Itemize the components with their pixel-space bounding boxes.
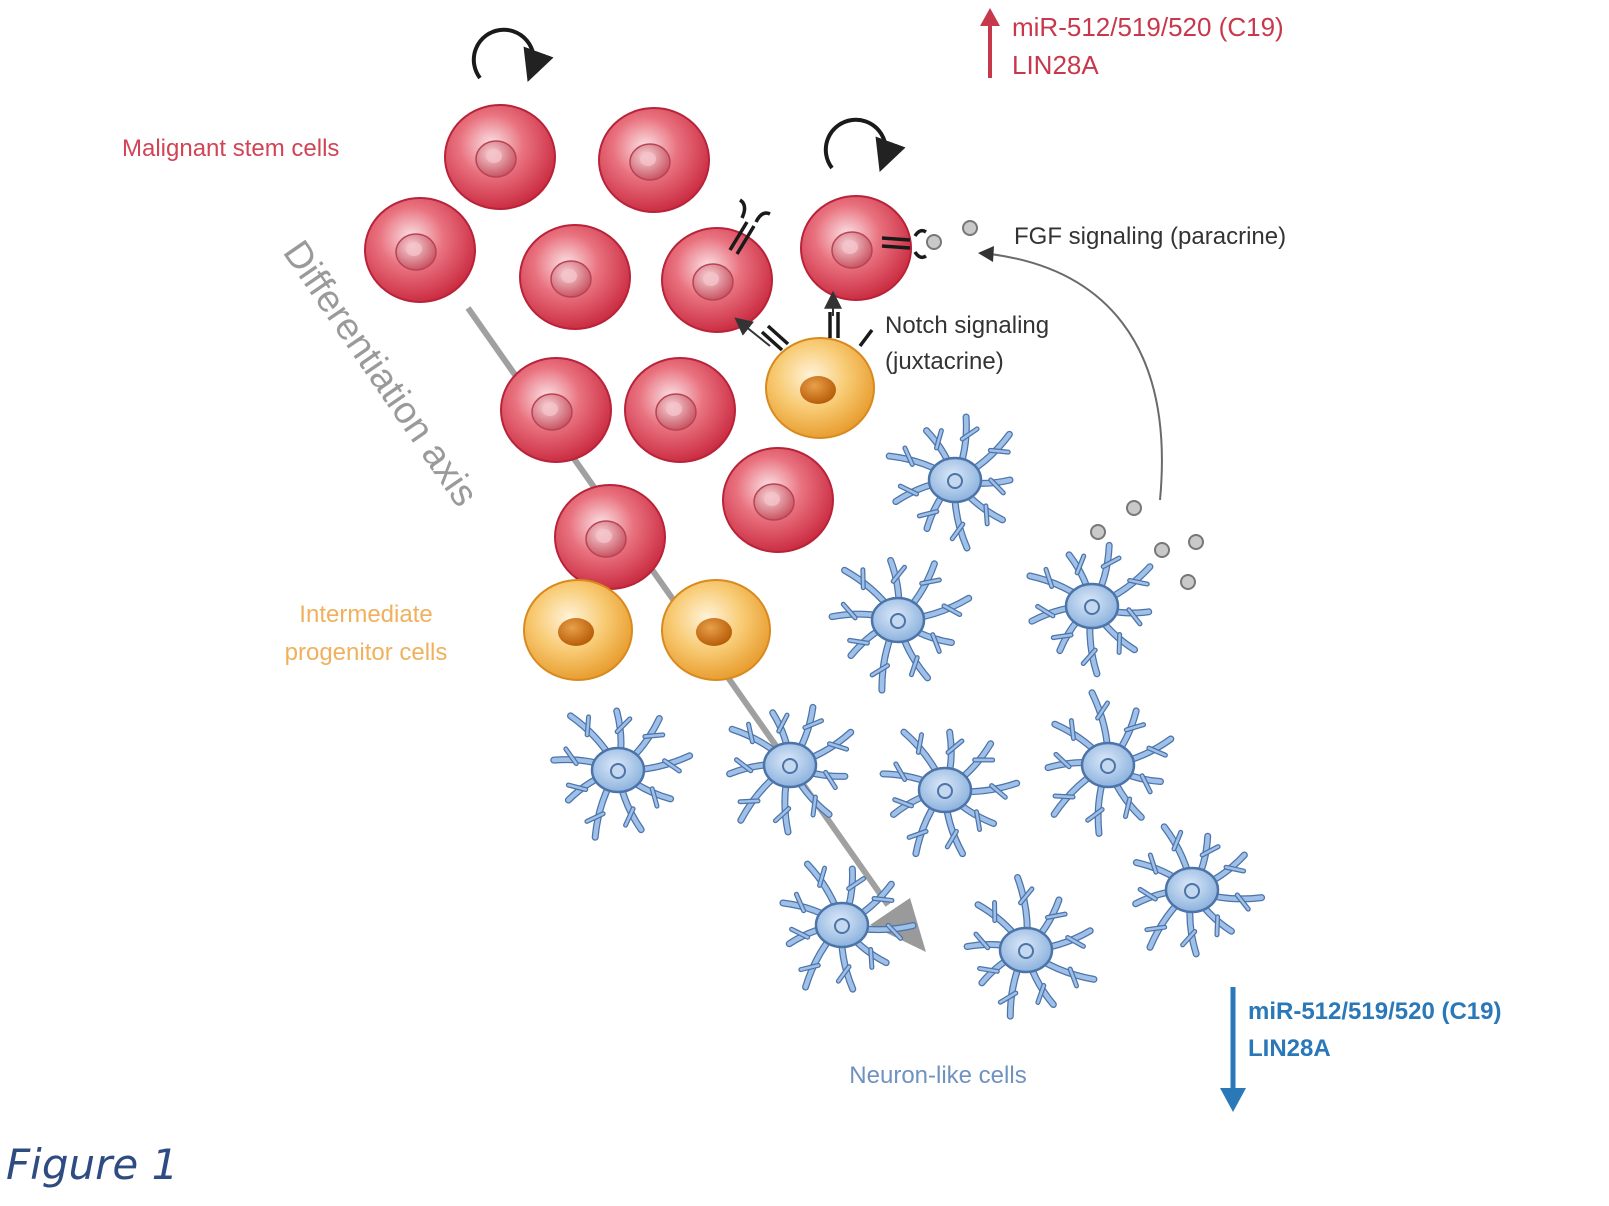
neuron-cell: [1044, 689, 1175, 837]
stem-cell: [554, 484, 666, 590]
fgf-ligand-dot: [1090, 524, 1106, 540]
progenitor-cells: [523, 337, 875, 681]
fgf-ligand-dot: [1188, 534, 1204, 550]
neuron-cell: [779, 860, 917, 993]
fgf-ligand-dot: [1154, 542, 1170, 558]
stem-cell: [722, 447, 834, 553]
progenitor-cell: [661, 579, 771, 681]
stem-cell: [519, 224, 631, 330]
notch-signaling-label-line1: Notch signaling: [885, 312, 1049, 339]
up-arrow: [980, 8, 1000, 78]
neuron-cell: [1026, 541, 1154, 678]
fgf-ligand-dot: [926, 234, 942, 250]
neuron-like-cells: [550, 413, 1266, 1020]
neuron-cell: [828, 556, 973, 694]
fgf-signaling-label: FGF signaling (paracrine): [1014, 223, 1286, 250]
stem-cell: [598, 107, 710, 213]
malignant-stem-cells: [364, 104, 912, 590]
fgf-ligand-dot: [962, 220, 978, 236]
neuron-cell: [885, 413, 1014, 552]
intermediate-progenitor-label-line2: progenitor cells: [285, 639, 448, 666]
stem-cell: [500, 357, 612, 463]
self-renewal-arrow-2: [823, 117, 906, 173]
down-regulated-label-line2: LIN28A: [1248, 1035, 1331, 1062]
neuron-cell: [1132, 823, 1266, 958]
fgf-ligand-dot: [1126, 500, 1142, 516]
down-regulated-label-line1: miR-512/519/520 (C19): [1248, 998, 1501, 1025]
intermediate-progenitor-label-line1: Intermediate: [299, 601, 432, 628]
neuron-like-cells-label: Neuron-like cells: [849, 1062, 1026, 1089]
stem-cell: [624, 357, 736, 463]
stem-cell: [661, 227, 773, 333]
fgf-ligands: [926, 220, 1204, 590]
neuron-cell: [879, 728, 1021, 858]
fgf-ligand-dot: [1180, 574, 1196, 590]
self-renewal-arrow-1: [471, 27, 554, 83]
up-regulated-label-line2: LIN28A: [1012, 50, 1099, 80]
fgf-curved-arrow: [978, 246, 1163, 501]
stem-cell: [444, 104, 556, 210]
progenitor-cell: [765, 337, 875, 439]
figure-caption: Figure 1: [6, 1140, 179, 1189]
stem-cell: [364, 197, 476, 303]
down-arrow: [1220, 987, 1246, 1112]
progenitor-cell: [523, 579, 633, 681]
up-regulated-label-line1: miR-512/519/520 (C19): [1012, 12, 1284, 42]
malignant-stem-cells-label: Malignant stem cells: [122, 135, 339, 162]
notch-arrows: [734, 290, 842, 347]
notch-signaling-label-line2: (juxtacrine): [885, 348, 1004, 375]
neuron-cell: [550, 707, 694, 841]
receptor-marks: [728, 198, 927, 352]
neuron-cell: [963, 873, 1098, 1020]
neuron-cell: [726, 703, 855, 836]
stem-cell: [800, 195, 912, 301]
